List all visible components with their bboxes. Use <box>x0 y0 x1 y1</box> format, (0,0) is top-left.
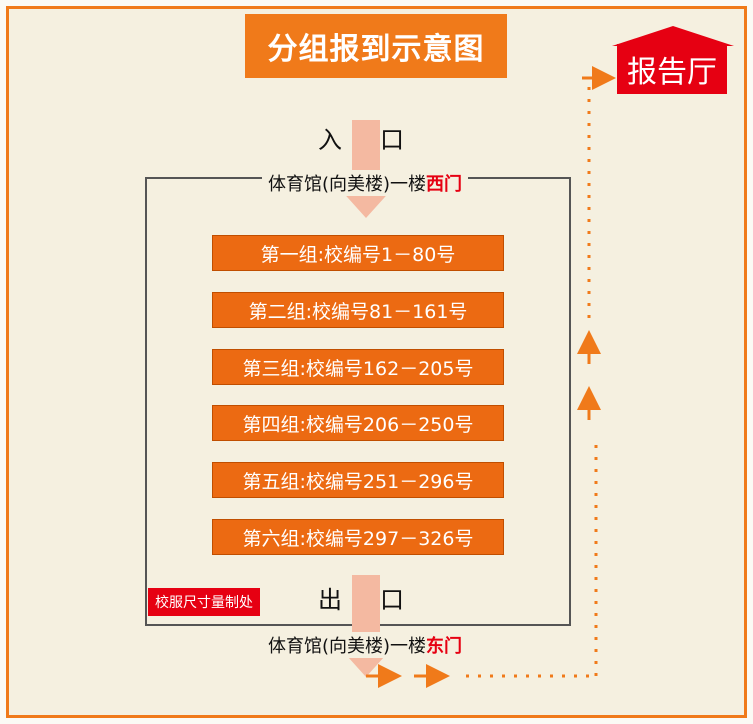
lecture-hall-label: 报告厅 <box>617 44 727 94</box>
exit-label-left: 出 <box>318 586 342 614</box>
group-5: 第五组:校编号251－296号 <box>212 462 504 498</box>
group-1: 第一组:校编号1－80号 <box>212 235 504 271</box>
east-gate-prefix: 体育馆(向美楼)一楼 <box>268 636 427 657</box>
west-gate-name: 西门 <box>426 174 463 195</box>
entrance-label-left: 入 <box>318 126 342 154</box>
group-2: 第二组:校编号81－161号 <box>212 292 504 328</box>
east-gate-label: 体育馆(向美楼)一楼东门 <box>262 632 469 658</box>
west-gate-prefix: 体育馆(向美楼)一楼 <box>268 174 427 195</box>
east-gate-name: 东门 <box>426 636 463 657</box>
group-4: 第四组:校编号206－250号 <box>212 405 504 441</box>
group-6: 第六组:校编号297－326号 <box>212 519 504 555</box>
entrance-label-right: 口 <box>380 126 404 154</box>
diagram-title: 分组报到示意图 <box>245 14 507 78</box>
west-gate-label: 体育馆(向美楼)一楼西门 <box>262 170 469 196</box>
lecture-hall-roof <box>612 26 734 46</box>
group-3: 第三组:校编号162－205号 <box>212 349 504 385</box>
uniform-measuring-station: 校服尺寸量制处 <box>148 588 260 616</box>
exit-label-right: 口 <box>380 586 404 614</box>
